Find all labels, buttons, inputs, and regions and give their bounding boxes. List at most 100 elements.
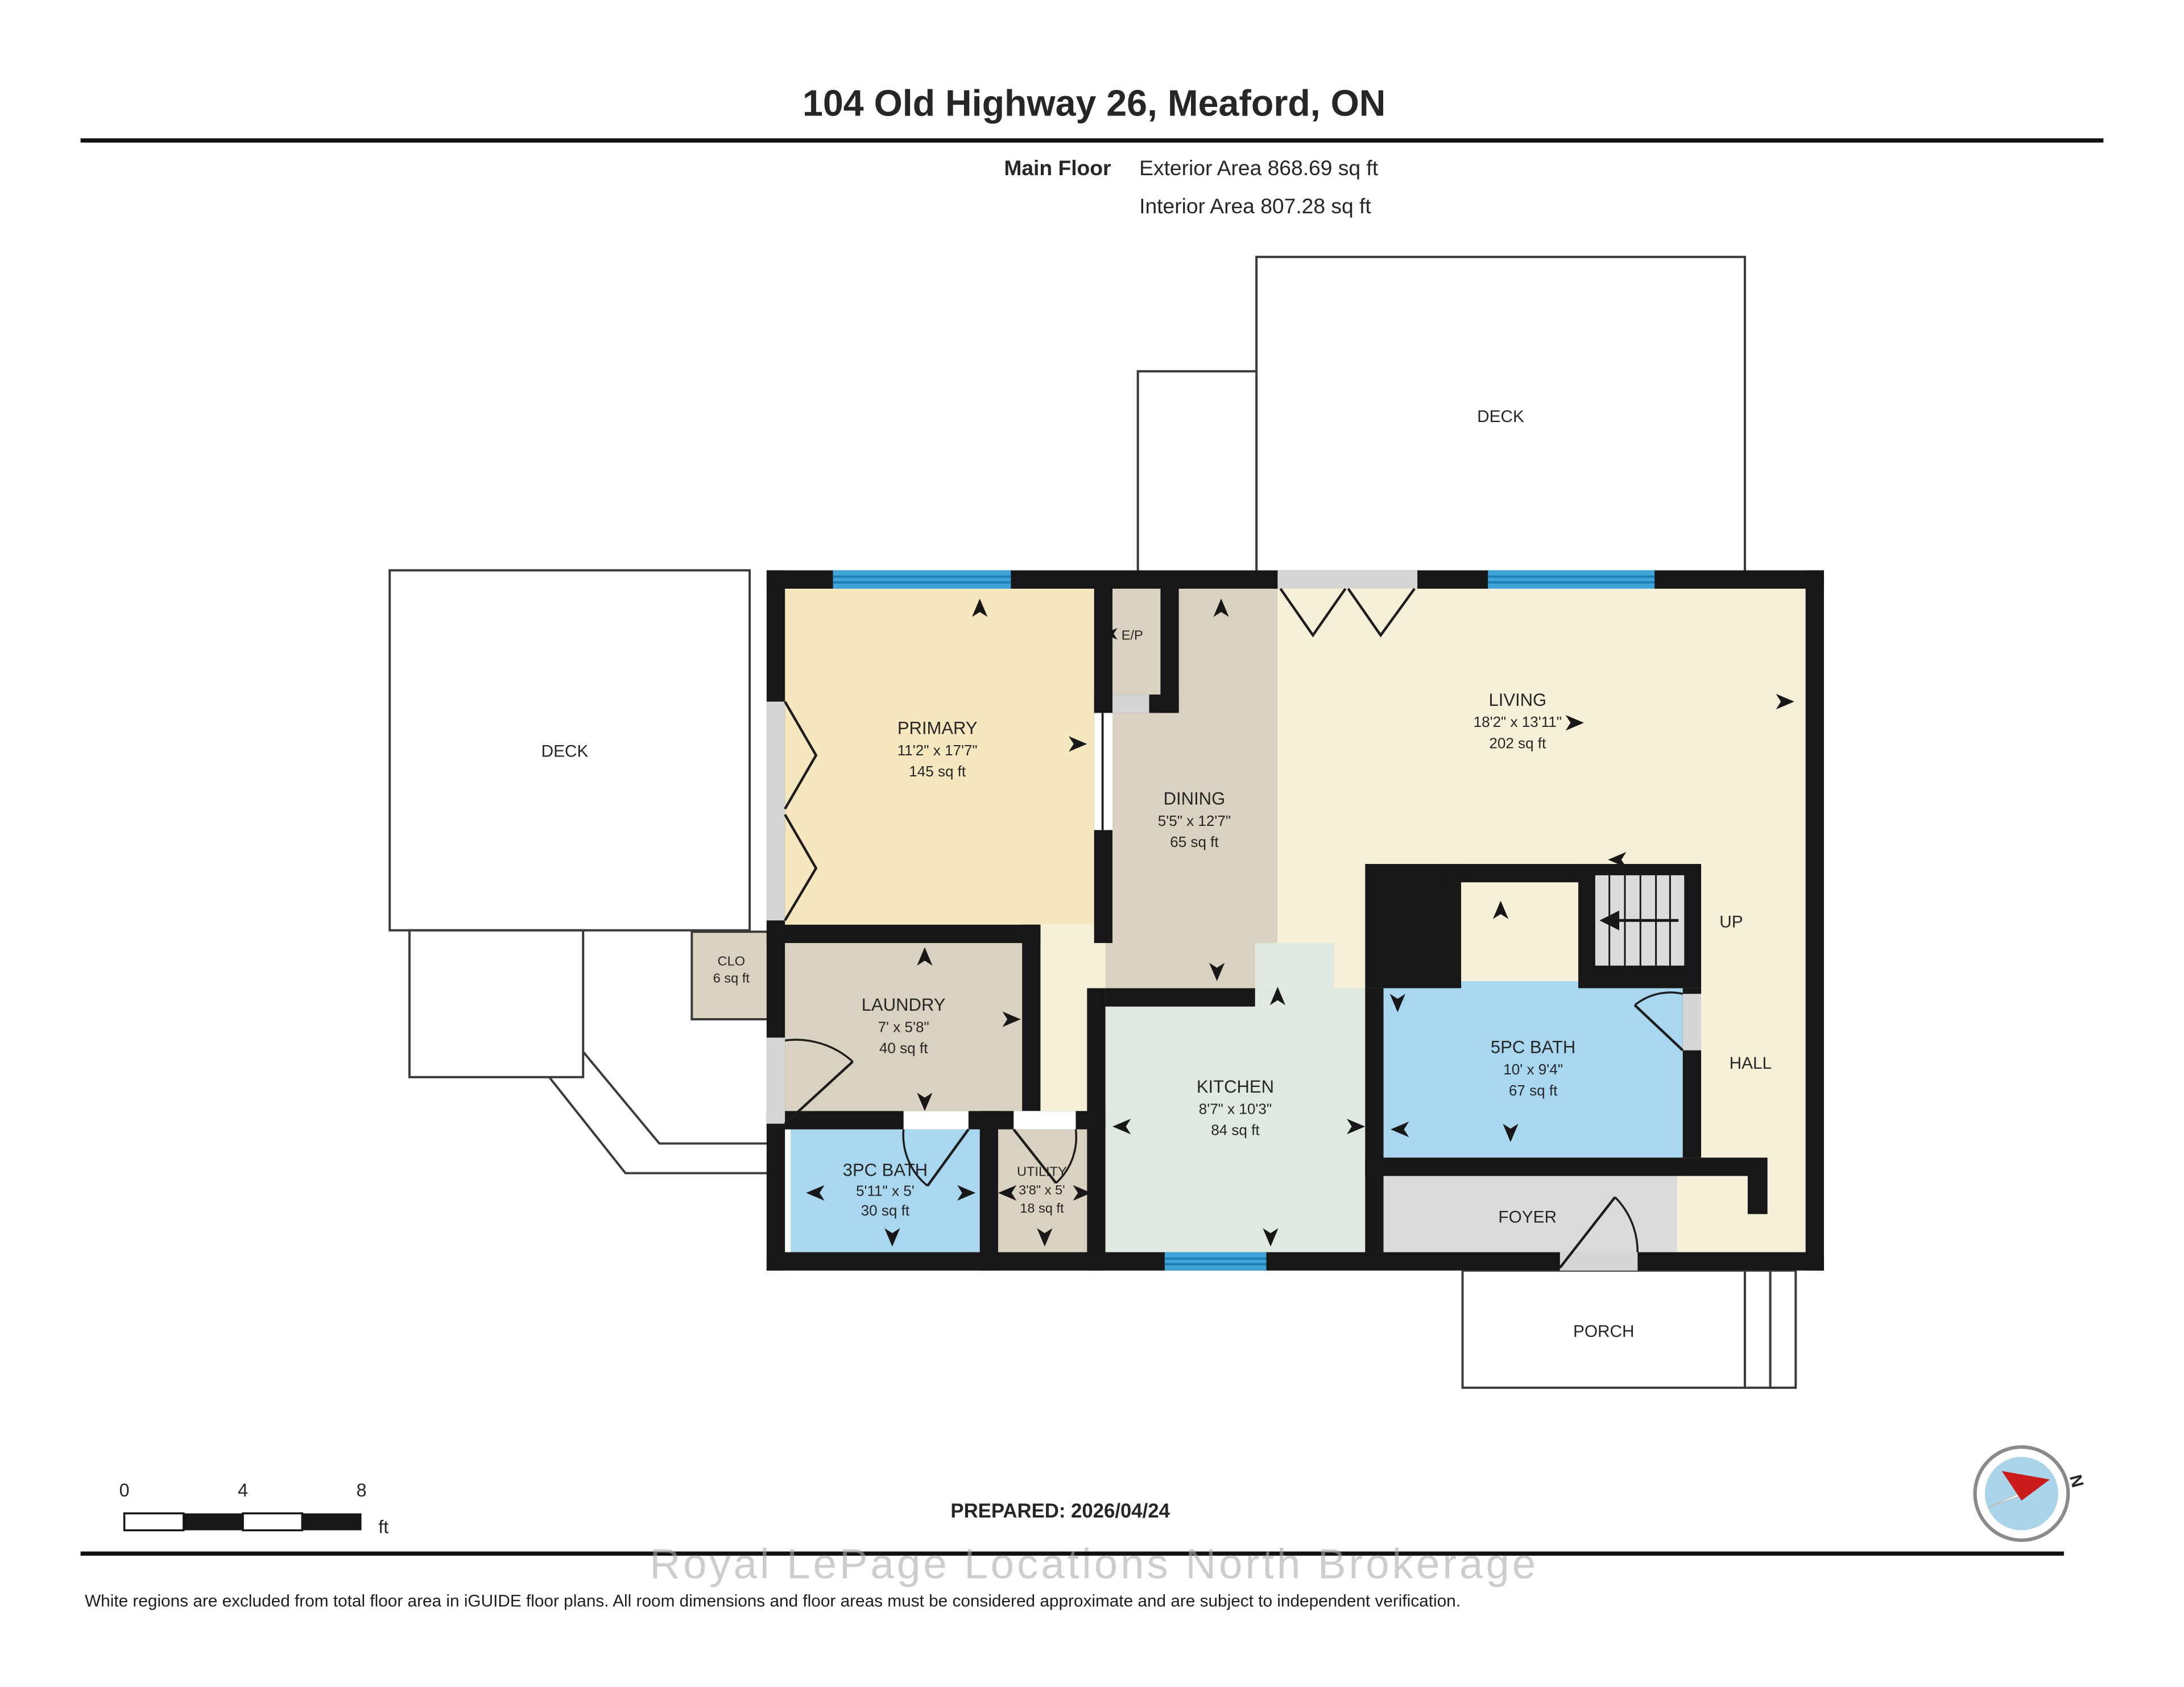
floor-name: Main Floor bbox=[1004, 156, 1111, 180]
room-bath5 bbox=[1383, 981, 1683, 1158]
living-name: LIVING bbox=[1488, 690, 1546, 710]
porch-step bbox=[1743, 1269, 1772, 1389]
dimension-arrow bbox=[884, 1228, 900, 1247]
bath5-dims: 10' x 9'4" bbox=[1503, 1061, 1563, 1078]
room-kitchen bbox=[1105, 988, 1366, 1252]
bath3-name: 3PC BATH bbox=[843, 1160, 928, 1180]
scale-bar: 0 4 8 ft bbox=[119, 1480, 389, 1537]
dimension-arrow bbox=[917, 1093, 933, 1111]
primary-dims: 11'2" x 17'7" bbox=[897, 742, 978, 759]
dimension-arrow bbox=[1069, 736, 1087, 752]
dimension-arrow bbox=[1492, 900, 1509, 919]
bath3-door bbox=[902, 1111, 970, 1187]
hall-label: HALL bbox=[1730, 1054, 1772, 1073]
footer-rule bbox=[80, 1551, 2064, 1556]
front-door bbox=[1559, 1196, 1639, 1271]
dimension-arrow bbox=[1608, 851, 1627, 868]
dimension-arrow bbox=[972, 598, 988, 617]
dimension-arrow bbox=[806, 1185, 825, 1201]
dimension-arrow bbox=[957, 1185, 976, 1201]
page-title: 104 Old Highway 26, Meaford, ON bbox=[803, 83, 1385, 124]
slider-door bbox=[766, 701, 818, 921]
clo-area: 6 sq ft bbox=[713, 970, 750, 985]
laundry-door bbox=[766, 1037, 854, 1125]
dimension-arrow bbox=[1347, 1118, 1366, 1135]
stairs: UP bbox=[1595, 875, 1743, 966]
dimension-arrow bbox=[1503, 1123, 1519, 1142]
disclaimer-text: White regions are excluded from total fl… bbox=[85, 1592, 1461, 1611]
doors bbox=[766, 570, 1701, 1271]
laundry-area: 40 sq ft bbox=[879, 1040, 928, 1057]
living-area: 202 sq ft bbox=[1489, 734, 1546, 751]
deck-top: DECK bbox=[1136, 255, 1746, 574]
dimension-arrow bbox=[1112, 1118, 1131, 1135]
dimension-arrow bbox=[1269, 986, 1286, 1006]
dimension-arrow bbox=[1389, 994, 1406, 1012]
scale-tick-8: 8 bbox=[357, 1480, 367, 1500]
foyer-label: FOYER bbox=[1498, 1208, 1557, 1226]
deck-left: DECK bbox=[388, 569, 772, 1175]
dimension-arrow bbox=[917, 947, 933, 966]
dimension-arrow bbox=[1776, 693, 1794, 710]
porch-label: PORCH bbox=[1573, 1322, 1634, 1341]
dimension-arrow bbox=[1103, 628, 1118, 640]
bath3-area: 30 sq ft bbox=[861, 1202, 910, 1219]
window bbox=[833, 570, 1011, 589]
porch: PORCH bbox=[1461, 1269, 1797, 1389]
patio-door bbox=[1277, 570, 1418, 638]
utility-dims: 3'8" x 5' bbox=[1019, 1182, 1065, 1197]
dining-dims: 5'5" x 12'7" bbox=[1158, 812, 1231, 829]
exterior-area: Exterior Area 868.69 sq ft bbox=[1139, 156, 1379, 180]
laundry-dims: 7' x 5'8" bbox=[878, 1018, 929, 1035]
room-primary bbox=[780, 588, 1094, 925]
room-dining bbox=[1094, 588, 1278, 989]
scale-tick-0: 0 bbox=[119, 1480, 130, 1500]
compass-icon: N bbox=[1973, 1445, 2087, 1542]
dimension-arrow bbox=[1263, 1228, 1279, 1247]
clo-name: CLO bbox=[718, 954, 745, 969]
dimension-arrow bbox=[1213, 598, 1229, 617]
bath5-door bbox=[1633, 991, 1701, 1052]
compass-north-label: N bbox=[2066, 1473, 2087, 1489]
scale-tick-4: 4 bbox=[238, 1480, 248, 1500]
room-laundry bbox=[785, 942, 1023, 1111]
room-fills bbox=[780, 588, 1806, 1271]
prepared-date: PREPARED: 2026/04/24 bbox=[950, 1500, 1170, 1522]
ep-opening bbox=[1112, 694, 1149, 713]
scale-unit: ft bbox=[378, 1516, 388, 1537]
primary-name: PRIMARY bbox=[897, 718, 978, 738]
stairs-up-label: UP bbox=[1719, 913, 1743, 932]
dimension-arrow bbox=[1390, 1121, 1409, 1138]
ep-name: E/P bbox=[1122, 627, 1143, 642]
window bbox=[1488, 570, 1655, 589]
room-utility bbox=[998, 1129, 1087, 1252]
pocket-door bbox=[1094, 713, 1112, 830]
dimension-arrow bbox=[1209, 962, 1225, 981]
kitchen-dims: 8'7" x 10'3" bbox=[1199, 1100, 1272, 1117]
primary-area: 145 sq ft bbox=[909, 763, 966, 780]
brokerage-watermark: Royal LePage Locations North Brokerage bbox=[650, 1540, 1538, 1587]
window bbox=[1164, 1252, 1267, 1271]
room-kitchen-notch bbox=[1255, 942, 1334, 989]
deck-top-label: DECK bbox=[1477, 407, 1524, 426]
room-labels: PRIMARY 11'2" x 17'7" 145 sq ft E/P DINI… bbox=[713, 627, 1772, 1226]
bath3-dims: 5'11" x 5' bbox=[856, 1182, 915, 1199]
header-rule bbox=[80, 138, 2104, 143]
dimension-arrow bbox=[1073, 1185, 1091, 1201]
windows bbox=[833, 570, 1655, 1271]
dimension-arrow bbox=[1565, 715, 1584, 731]
dining-area: 65 sq ft bbox=[1170, 833, 1219, 850]
bath5-name: 5PC BATH bbox=[1491, 1037, 1575, 1057]
dimension-arrow bbox=[1037, 1228, 1053, 1247]
deck-left-label: DECK bbox=[541, 742, 589, 760]
dimension-arrow bbox=[998, 1185, 1017, 1201]
kitchen-area: 84 sq ft bbox=[1211, 1122, 1260, 1139]
living-dims: 18'2" x 13'11" bbox=[1474, 713, 1562, 730]
stairs-up-arrow-icon bbox=[1599, 910, 1620, 931]
dimension-arrow bbox=[1002, 1011, 1021, 1027]
kitchen-name: KITCHEN bbox=[1197, 1077, 1274, 1097]
porch-step bbox=[1769, 1269, 1797, 1389]
room-bath3 bbox=[791, 1129, 980, 1252]
